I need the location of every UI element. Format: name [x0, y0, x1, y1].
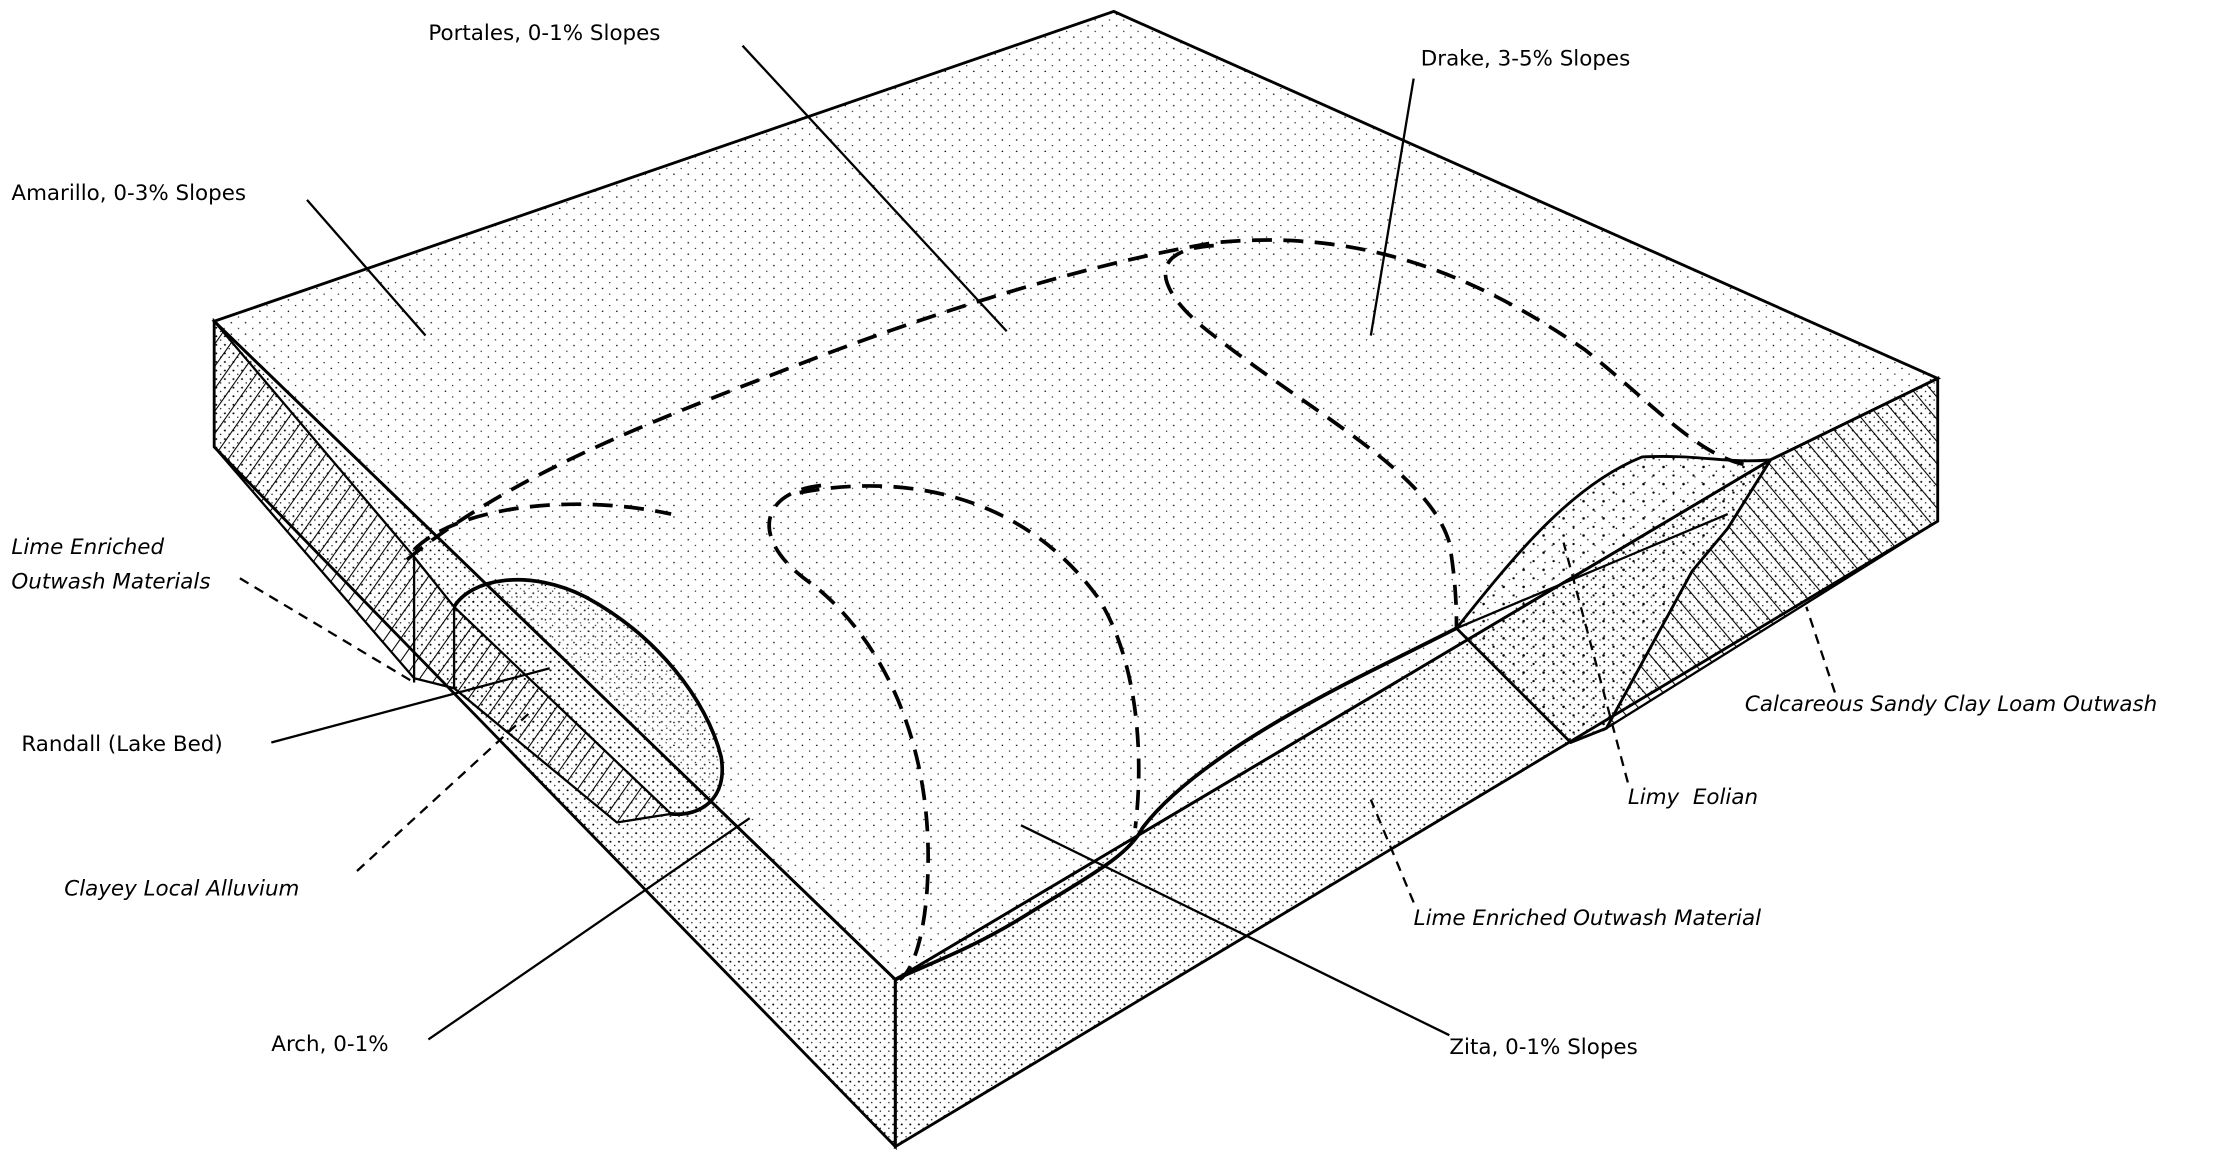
label-calcareous: Calcareous Sandy Clay Loam Outwash: [1745, 692, 2157, 717]
label-clayey: Clayey Local Alluvium: [64, 876, 299, 901]
randall-fill: [454, 579, 723, 815]
drake-boundary: [1163, 243, 1459, 629]
zita-boundary: [767, 483, 931, 982]
leader-zita: [1020, 824, 1450, 1037]
label-drake: Drake, 3-5% Slopes: [1421, 47, 1630, 72]
label-lime-enriched-materials-2: Outwash Materials: [11, 569, 210, 594]
leader-calcareous: [1805, 606, 1836, 693]
leader-portales: [741, 44, 1008, 333]
label-lime-enriched-material: Lime Enriched Outwash Material: [1414, 906, 1761, 931]
leader-lime-enriched-material: [1369, 799, 1415, 903]
leader-arch: [427, 817, 751, 1041]
leader-clayey: [356, 713, 530, 872]
drainage-line: [894, 626, 1458, 982]
label-portales: Portales, 0-1% Slopes: [428, 21, 660, 46]
leader-amarillo: [306, 199, 427, 337]
label-arch: Arch, 0-1%: [271, 1032, 388, 1057]
leader-randall: [271, 667, 551, 744]
zita-outer: [799, 484, 1141, 829]
label-zita: Zita, 0-1% Slopes: [1449, 1035, 1637, 1060]
label-lime-enriched-materials-1: Lime Enriched: [11, 535, 164, 560]
leader-drake: [1369, 78, 1415, 336]
label-randall: Randall (Lake Bed): [21, 732, 222, 757]
portales-boundary: [405, 238, 1750, 562]
arch-boundary: [412, 502, 672, 552]
label-amarillo: Amarillo, 0-3% Slopes: [11, 181, 246, 206]
leader-limy-eolian: [1562, 542, 1629, 783]
label-limy-eolian: Limy Eolian: [1628, 785, 1758, 810]
